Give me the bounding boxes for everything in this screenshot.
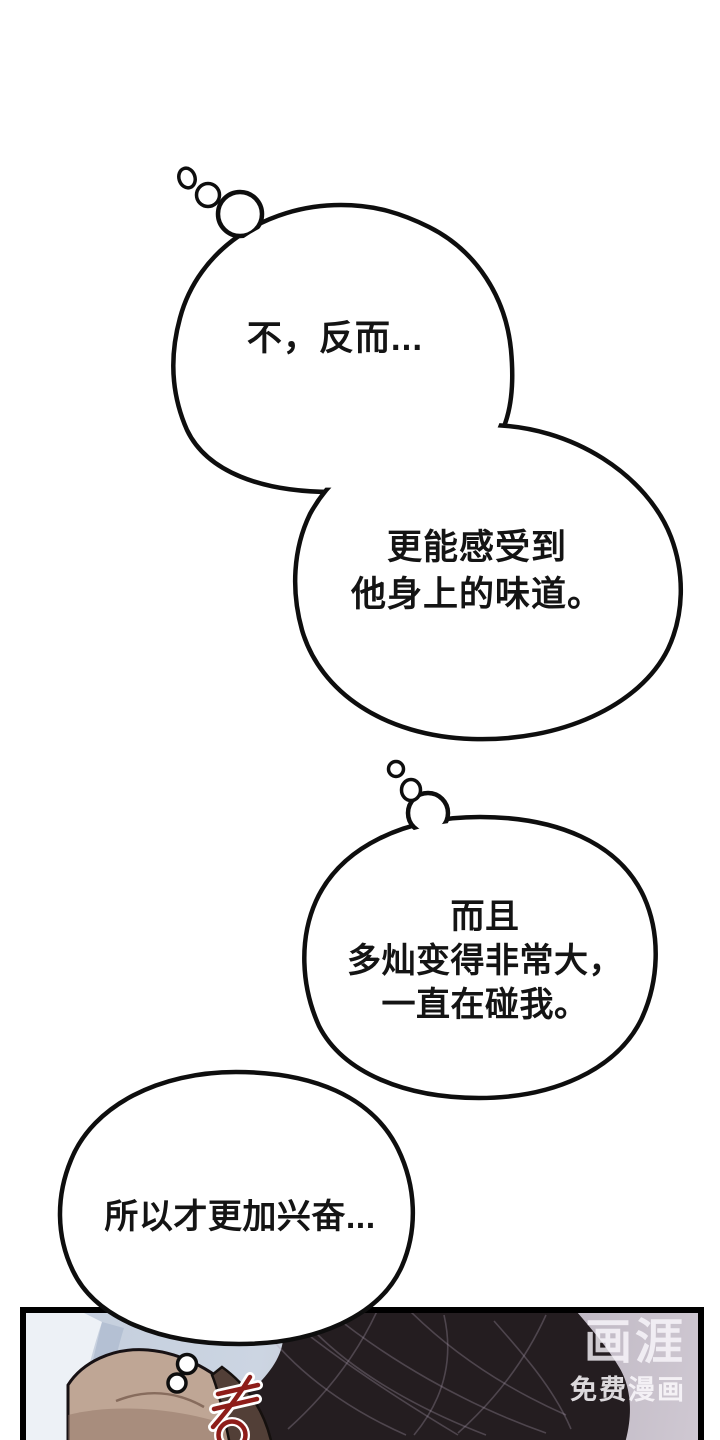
red-sfx-calligraphy [208,1372,263,1440]
panel-artwork [26,1313,630,1440]
hair-strands [260,1313,572,1436]
bubble-1-text: 不，反而... [175,310,495,361]
thought-trail-icon [166,1372,188,1394]
thought-trail-icon [177,166,197,190]
bubble-text-line: 不，反而... [246,319,424,358]
bubble-text-line: 多灿变得非常大， [347,942,623,980]
bubble-1-merge-fill [178,209,508,488]
thought-trail-icon [386,759,406,779]
thought-trail-icon [175,1352,199,1376]
bubble-text-line: 而且 [450,898,520,936]
watermark-logo: 画涯 [583,1316,686,1369]
thought-trail-icon [194,181,222,209]
bubble-2-shape [292,422,684,742]
bubble-text-line: 一直在碰我。 [381,986,589,1024]
bubble-text-line: 所以才更加兴奋... [104,1198,376,1236]
bubble-4-text: 所以才更加兴奋... [40,1189,440,1238]
bubble-text-line: 更能感受到 [386,528,567,567]
bubble-text-line: 他身上的味道。 [350,575,603,614]
hair-shape [196,1313,630,1440]
hair-spike [561,1313,592,1337]
shoulder-crease [115,1392,205,1409]
shoulder-shading [68,1408,255,1440]
bed-sheet-shape [26,1313,102,1440]
bubble-3-merge-fill [309,821,651,1094]
watermark-tagline: 免费漫画 [570,1375,686,1405]
bubble-3-text: 而且 多灿变得非常大， 一直在碰我。 [285,895,685,1027]
bubble-4-shape [57,1069,416,1347]
bubble-1-bump [215,189,265,239]
thought-trail-icon [399,777,423,803]
comic-panel: 画涯 免费漫画 [20,1307,704,1440]
bubble-2-text: 更能感受到 他身上的味道。 [277,524,677,618]
